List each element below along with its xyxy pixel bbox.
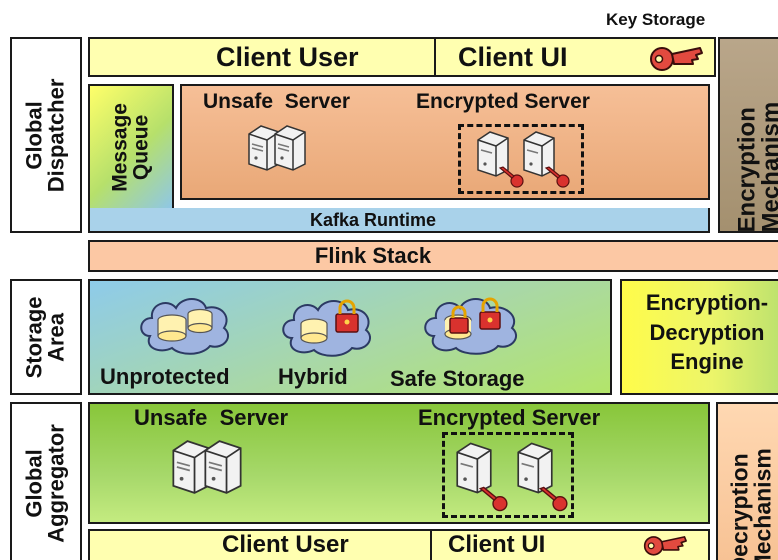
key-icon (498, 166, 524, 188)
storage-area-label: Storage Area (21, 296, 69, 378)
key-icon (643, 536, 687, 556)
global-dispatcher-side: Global Dispatcher (10, 37, 82, 233)
unprotected-label: Unprotected (100, 364, 230, 389)
encryption-mechanism-label: Encryption Mechanism (733, 101, 778, 233)
server-icon (517, 442, 553, 494)
server-icon (523, 131, 555, 177)
encryption-decryption-engine-label: Encryption-Decryption Engine (645, 290, 769, 375)
client-user-bar-top (88, 37, 716, 77)
key-icon (650, 47, 703, 71)
kafka-runtime-label: Kafka Runtime (310, 210, 437, 230)
unsafe-server-label-bottom: Unsafe Server (134, 405, 289, 430)
unsafe-server-label-top: Unsafe Server (203, 90, 351, 113)
encrypted-server-label-top: Encrypted Server (416, 90, 590, 113)
kafka-runtime-bar (88, 208, 710, 233)
key-icon (478, 486, 508, 512)
server-icon (274, 125, 306, 171)
database-cloud-icon (282, 299, 371, 357)
client-user-label-top: Client User (216, 42, 359, 72)
decryption-mechanism-box (716, 402, 778, 560)
encrypted-server-group-top (458, 124, 584, 194)
key-icon (544, 166, 570, 188)
key-icon (538, 486, 568, 512)
global-dispatcher-label: Global Dispatcher (21, 78, 69, 192)
encrypted-server-label-bottom: Encrypted Server (418, 405, 601, 430)
server-icon (456, 442, 492, 494)
message-queue-label: Message Queue (108, 102, 153, 192)
encryption-decryption-engine-box (620, 279, 778, 395)
message-queue-box: Message Queue (88, 84, 174, 210)
database-cloud-icon (424, 297, 517, 355)
key-storage-label: Key Storage (606, 10, 706, 29)
client-user-bar-bottom (88, 529, 710, 560)
client-ui-label-top: Client UI (458, 42, 568, 72)
global-aggregator-side: Global Aggregator (10, 402, 82, 560)
encryption-mechanism-box (718, 37, 778, 233)
decryption-mechanism-label: Decryption Mechanism (726, 448, 776, 560)
storage-area-side: Storage Area (10, 279, 82, 395)
server-icon (204, 440, 242, 494)
flink-stack-label: Flink Stack (314, 243, 432, 268)
server-icon (477, 131, 509, 177)
safe-storage-label: Safe Storage (390, 366, 525, 391)
hybrid-label: Hybrid (278, 364, 348, 389)
client-bar-divider-top (434, 37, 436, 77)
global-aggregator-label: Global Aggregator (21, 423, 69, 543)
encrypted-server-group-bottom (442, 432, 574, 518)
client-user-label-bottom: Client User (222, 531, 349, 558)
flink-stack-bar: Flink Stack (88, 240, 778, 272)
client-bar-divider-bottom (430, 529, 432, 560)
database-cloud-icon (140, 298, 229, 355)
client-ui-label-bottom: Client UI (448, 531, 546, 558)
